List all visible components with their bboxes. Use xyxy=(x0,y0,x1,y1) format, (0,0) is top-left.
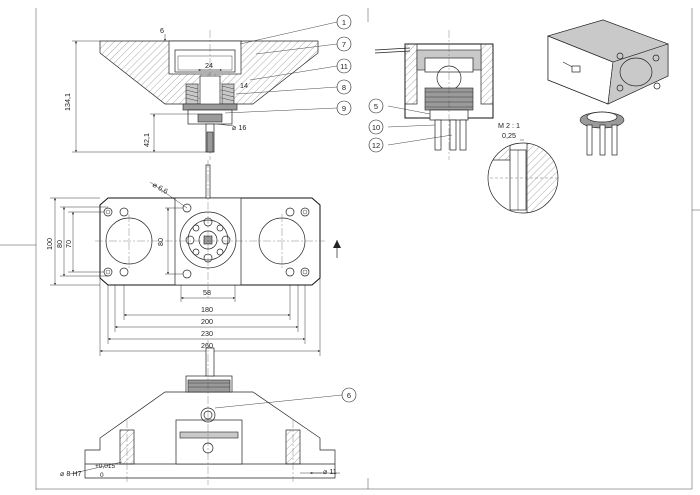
dim-58: 58 xyxy=(203,288,211,297)
side-section-view: 5 10 12 xyxy=(368,30,494,160)
balloon-7-label: 7 xyxy=(342,40,346,49)
balloon-6 xyxy=(341,387,357,403)
dim-80-center: 80 xyxy=(156,238,165,246)
dim-dia-16: ⌀ 16 xyxy=(232,123,246,132)
detail-view: M 2 : 1 0,25 xyxy=(487,121,559,214)
balloon-1 xyxy=(336,14,352,30)
dim-180: 180 xyxy=(201,305,213,314)
front-dimensions: 134,1 42,1 24 6 14 ⌀ 16 xyxy=(63,26,248,153)
dim-70: 70 xyxy=(64,240,73,248)
detail-scale-label: M 2 : 1 xyxy=(498,121,520,130)
dim-80-left: 80 xyxy=(55,240,64,248)
balloon-10-label: 10 xyxy=(372,123,380,132)
bottom-front-view: 6 xyxy=(84,340,357,485)
balloon-10 xyxy=(368,119,384,135)
dim-230: 230 xyxy=(201,329,213,338)
top-view xyxy=(95,160,341,300)
label-14: 14 xyxy=(240,81,248,90)
dim-dia-8-h7: ⌀ 8 H7 xyxy=(60,469,82,478)
dim-dia-6-6: ⌀ 6,6 xyxy=(151,180,170,196)
balloon-8-label: 8 xyxy=(342,83,346,92)
balloon-7 xyxy=(336,36,352,52)
balloon-5 xyxy=(368,98,384,114)
balloon-11 xyxy=(336,58,352,74)
balloon-12-label: 12 xyxy=(372,141,380,150)
balloon-8 xyxy=(336,79,352,95)
dim-0-25: 0,25 xyxy=(502,131,516,140)
dim-tol-lower: 0 xyxy=(100,472,104,479)
front-section-view xyxy=(99,30,319,160)
dim-6: 6 xyxy=(160,26,164,35)
balloon-6-label: 6 xyxy=(347,391,351,400)
balloon-5-label: 5 xyxy=(374,102,378,111)
front-balloons: 1 7 11 8 9 xyxy=(224,14,352,116)
dim-dia-11: ⌀ 11 xyxy=(323,467,337,476)
dim-42-1: 42,1 xyxy=(142,133,151,147)
dim-200: 200 xyxy=(201,317,213,326)
balloon-9-label: 9 xyxy=(342,104,346,113)
balloon-12 xyxy=(368,137,384,153)
dim-tol-upper: +0,015 xyxy=(95,463,115,470)
balloon-11-label: 11 xyxy=(340,62,348,71)
balloon-9 xyxy=(336,100,352,116)
dim-260: 260 xyxy=(201,341,213,350)
bottom-dimensions: ⌀ 8 H7 +0,015 0 ⌀ 11 xyxy=(60,461,340,479)
dim-134-1: 134,1 xyxy=(63,93,72,111)
isometric-view xyxy=(547,19,669,156)
dim-24: 24 xyxy=(205,61,213,70)
dim-100: 100 xyxy=(45,238,54,250)
sheet-frame xyxy=(0,8,700,490)
balloon-1-label: 1 xyxy=(342,18,346,27)
